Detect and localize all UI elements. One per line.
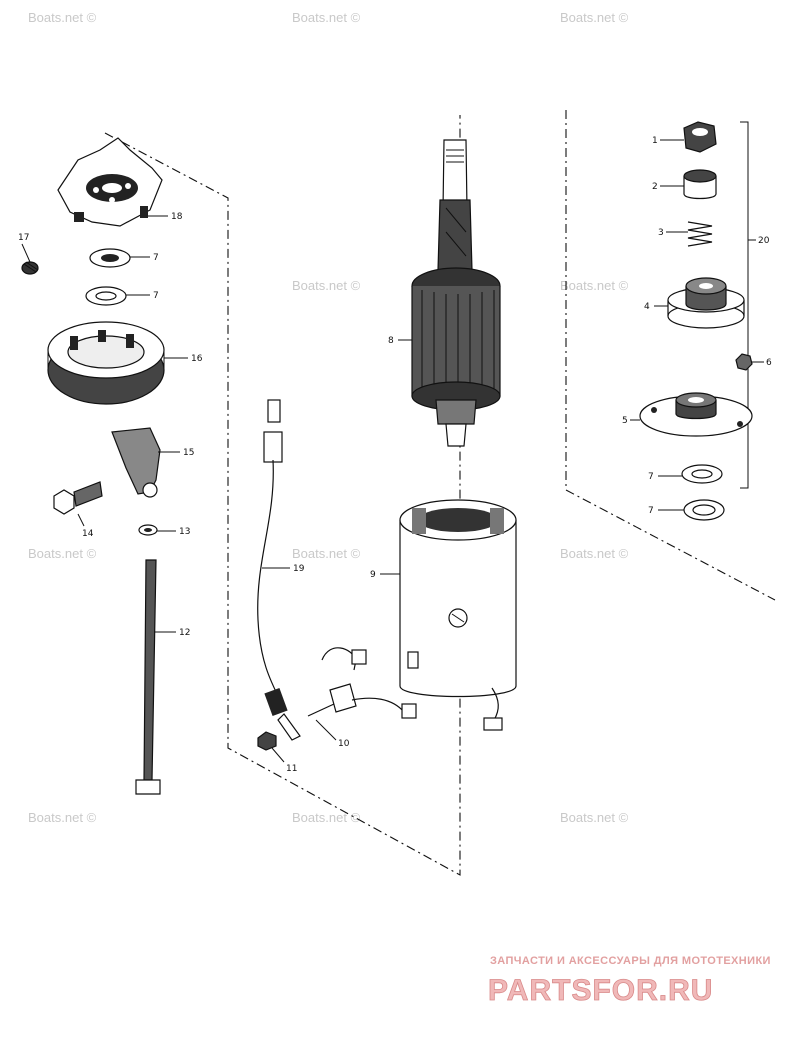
part-19-lead-wire <box>257 399 301 741</box>
part-16-end-cap <box>47 321 165 405</box>
callout-12: 12 <box>179 628 190 638</box>
callout-11: 11 <box>286 764 297 774</box>
watermark: Boats.net © <box>28 810 97 825</box>
leader-lines <box>21 139 764 763</box>
part-2-spacer <box>683 169 717 200</box>
brand-name: PARTSFOR.RU <box>488 974 713 1007</box>
callout-15: 15 <box>183 448 194 458</box>
watermark: Boats.net © <box>292 10 361 25</box>
callout-16: 16 <box>191 354 203 364</box>
brand-logo: ЗАПЧАСТИ И АКСЕССУАРЫ ДЛЯ МОТОТЕХНИКИ PA… <box>488 955 771 1007</box>
bracket-20 <box>740 121 749 489</box>
callout-7: 7 <box>153 291 159 301</box>
callout-6: 6 <box>766 358 772 368</box>
brand-tagline: ЗАПЧАСТИ И АКСЕССУАРЫ ДЛЯ МОТОТЕХНИКИ <box>490 955 771 967</box>
watermark: Boats.net © <box>560 810 629 825</box>
part-18-end-plate <box>57 137 163 227</box>
callout-13: 13 <box>179 527 190 537</box>
callout-5: 5 <box>622 416 628 426</box>
part-5-end-plate <box>639 392 753 437</box>
callout-20: 20 <box>758 236 770 246</box>
callout-7: 7 <box>153 253 159 263</box>
part-7-washer-right-upper <box>681 464 723 484</box>
watermark: Boats.net © <box>28 546 97 561</box>
watermark: Boats.net © <box>560 10 629 25</box>
callout-19: 19 <box>293 564 305 574</box>
watermark: Boats.net © <box>292 810 361 825</box>
watermark-layer: Boats.net © Boats.net © Boats.net © Boat… <box>28 10 629 825</box>
part-7-washer-right-lower <box>683 499 725 521</box>
callout-17: 17 <box>18 233 29 243</box>
callout-10: 10 <box>338 739 350 749</box>
part-17-screw <box>21 261 39 275</box>
callout-3: 3 <box>658 228 664 238</box>
part-11-nut <box>257 731 277 751</box>
callout-18: 18 <box>171 212 183 222</box>
part-12-through-bolt <box>135 559 161 795</box>
callout-1: 1 <box>652 136 658 146</box>
watermark: Boats.net © <box>560 278 629 293</box>
part-4-pinion <box>667 277 745 329</box>
callout-8: 8 <box>388 336 394 346</box>
part-6-nut <box>735 353 753 371</box>
explosion-guide-lines <box>104 110 776 876</box>
part-7-washer-left-lower <box>85 286 127 306</box>
callout-labels: 18 17 7 7 16 15 14 13 12 19 10 11 8 9 1 … <box>18 136 772 774</box>
part-13-lock-washer <box>138 524 158 536</box>
part-14-bolt <box>53 481 103 515</box>
watermark: Boats.net © <box>292 278 361 293</box>
callout-7: 7 <box>648 506 654 516</box>
watermark: Boats.net © <box>28 10 97 25</box>
callout-4: 4 <box>644 302 650 312</box>
part-9-housing <box>399 499 517 731</box>
watermark: Boats.net © <box>560 546 629 561</box>
callout-14: 14 <box>82 529 94 539</box>
part-15-bracket <box>111 427 161 498</box>
part-7-washer-left-upper <box>89 248 131 268</box>
part-1-nut <box>683 121 717 153</box>
part-3-spring <box>687 221 713 247</box>
callout-7: 7 <box>648 472 654 482</box>
part-8-armature <box>411 139 501 447</box>
part-10-brushes <box>307 647 417 719</box>
callout-9: 9 <box>370 570 376 580</box>
callout-2: 2 <box>652 182 658 192</box>
watermark: Boats.net © <box>292 546 361 561</box>
